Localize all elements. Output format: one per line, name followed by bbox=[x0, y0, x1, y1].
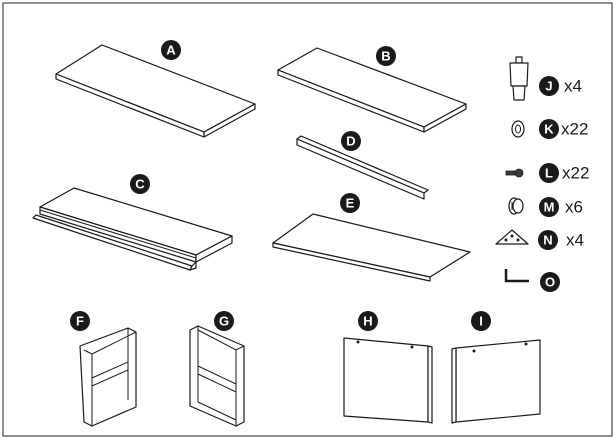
leg-icon bbox=[509, 56, 529, 101]
badge-h: H bbox=[358, 311, 378, 331]
allen-key-icon bbox=[504, 269, 529, 283]
badge-c-letter: C bbox=[135, 177, 145, 192]
part-e-panel bbox=[272, 213, 471, 282]
badge-b-letter: B bbox=[381, 49, 390, 64]
badge-i: I bbox=[471, 311, 491, 331]
hinge-cup-icon bbox=[508, 197, 524, 215]
washer-icon bbox=[511, 120, 525, 138]
part-b-board bbox=[277, 47, 467, 133]
badge-l-letter: L bbox=[545, 166, 553, 181]
badge-o: O bbox=[540, 272, 560, 292]
qty-m: x6 bbox=[565, 198, 583, 217]
part-i-door bbox=[451, 339, 541, 424]
badge-a-letter: A bbox=[166, 43, 176, 58]
badge-j: J bbox=[539, 76, 559, 96]
badge-d-letter: D bbox=[346, 134, 355, 149]
part-c-board bbox=[32, 187, 233, 271]
part-h-door bbox=[343, 337, 433, 424]
part-a-board bbox=[55, 44, 256, 138]
badge-c: C bbox=[130, 174, 150, 194]
badge-b: B bbox=[376, 46, 396, 66]
qty-k: x22 bbox=[561, 120, 588, 139]
badge-k-letter: K bbox=[544, 122, 554, 137]
badge-o-letter: O bbox=[545, 275, 555, 290]
badge-e-letter: E bbox=[346, 196, 355, 211]
badge-f-letter: F bbox=[76, 314, 84, 329]
qty-j: x4 bbox=[564, 77, 582, 96]
qty-l: x22 bbox=[562, 164, 589, 183]
badge-g: G bbox=[214, 311, 234, 331]
badge-g-letter: G bbox=[219, 314, 229, 329]
badge-l: L bbox=[539, 163, 559, 183]
bracket-icon bbox=[495, 229, 529, 245]
badge-f: F bbox=[70, 311, 90, 331]
qty-n: x4 bbox=[566, 231, 584, 250]
badge-n: N bbox=[538, 230, 558, 250]
badge-d: D bbox=[341, 131, 361, 151]
badge-a: A bbox=[161, 40, 181, 60]
part-g-frame bbox=[189, 325, 245, 427]
badge-m-letter: M bbox=[544, 200, 555, 215]
badge-j-letter: J bbox=[545, 79, 552, 94]
badge-h-letter: H bbox=[363, 314, 372, 329]
part-f-frame bbox=[79, 327, 137, 427]
badge-m: M bbox=[539, 197, 559, 217]
screw-icon bbox=[505, 168, 524, 178]
badge-e: E bbox=[340, 193, 360, 213]
badge-k: K bbox=[539, 119, 559, 139]
part-d-rail bbox=[296, 135, 429, 200]
badge-i-letter: I bbox=[479, 314, 483, 329]
badge-n-letter: N bbox=[543, 233, 552, 248]
